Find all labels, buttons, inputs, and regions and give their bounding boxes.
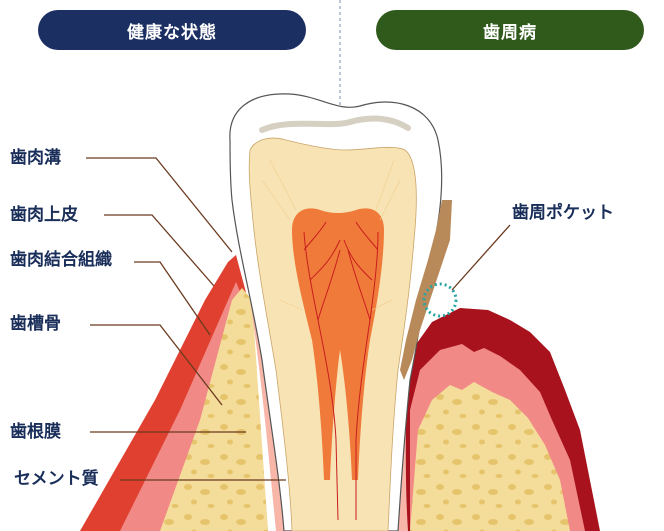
header-healthy: 健康な状態 xyxy=(38,10,306,50)
label-gingival-sulcus: 歯肉溝 xyxy=(10,148,61,168)
label-alveolar-bone: 歯槽骨 xyxy=(10,314,61,334)
tartar-deposit xyxy=(400,200,452,380)
leader-alveolar-bone xyxy=(90,324,223,406)
label-gingival-epithelium: 歯肉上皮 xyxy=(10,205,78,225)
label-cementum: セメント質 xyxy=(14,469,99,489)
label-periodontal-ligament: 歯根膜 xyxy=(10,422,61,442)
label-periodontal-pocket: 歯周ポケット xyxy=(512,203,614,223)
alveolar-bone-right xyxy=(410,382,570,531)
leader-gingival-epithelium xyxy=(104,214,215,287)
pulp-nerves xyxy=(303,221,379,521)
leader-gingival-sulcus xyxy=(86,157,233,253)
header-periodontitis: 歯周病 xyxy=(376,10,644,50)
leader-connective xyxy=(134,261,211,336)
label-gingival-connective-tissue: 歯肉結合組織 xyxy=(10,250,112,270)
alveolar-bone-left xyxy=(160,288,268,531)
pocket-marker xyxy=(422,282,458,318)
tooth-pulp xyxy=(292,208,384,480)
leader-pocket xyxy=(451,224,511,291)
